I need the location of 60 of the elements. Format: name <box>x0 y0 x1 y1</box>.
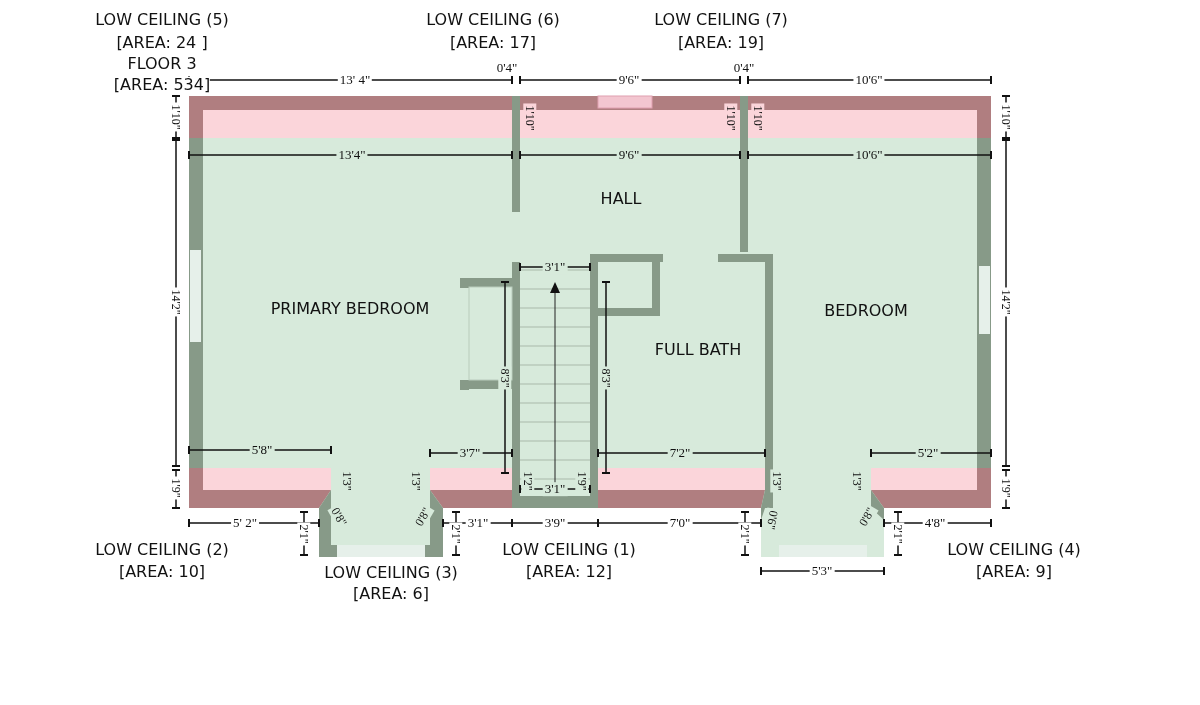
dimension-label: 1'10" <box>999 102 1013 132</box>
dimension-label: 10'6" <box>853 73 885 87</box>
dimension-label: 14'2" <box>999 287 1013 317</box>
area-label: [AREA: 12] <box>525 563 613 581</box>
area-label: [AREA: 19] <box>677 34 765 52</box>
dimension-label: 13' 4" <box>337 73 373 87</box>
dimension-label: 1'3" <box>770 469 784 493</box>
dimension-label: 0'4" <box>494 61 520 75</box>
dimension-label: 2'1" <box>449 522 463 546</box>
dimension-label: 3'1" <box>465 516 491 530</box>
dimension-label: 3'9" <box>542 516 568 530</box>
area-label: [AREA: 6] <box>353 585 429 603</box>
area-label: LOW CEILING (5) <box>95 11 229 29</box>
area-label: LOW CEILING (6) <box>426 11 560 29</box>
dimension-label: 7'2" <box>667 446 693 460</box>
dimension-label: 8'3" <box>498 366 512 390</box>
dimension-label: 7'0" <box>667 516 693 530</box>
dimension-label: 3'1" <box>542 260 568 274</box>
dimension-label: 9'6" <box>616 73 642 87</box>
dimension-label: 1'3" <box>340 469 354 493</box>
dimension-label: 8'3" <box>599 366 613 390</box>
dimension-label: 5'8" <box>249 443 275 457</box>
room-label: BEDROOM <box>824 300 908 320</box>
dimension-label: 5'2" <box>915 446 941 460</box>
dimension-label: 4'8" <box>922 516 948 530</box>
area-label: LOW CEILING (2) <box>95 541 229 559</box>
dimension-label: 10'6" <box>853 148 885 162</box>
area-label: LOW CEILING (7) <box>654 11 788 29</box>
area-label: [AREA: 10] <box>118 563 206 581</box>
area-label: [AREA: 24 ] <box>116 34 208 52</box>
dimension-label: 1'10" <box>751 103 765 133</box>
dimension-label: 2'1" <box>738 522 752 546</box>
area-label: [AREA: 534] <box>113 76 211 94</box>
dimension-label: 1'10" <box>724 103 738 133</box>
dimension-label: 2'1" <box>297 522 311 546</box>
dimension-label: 1'3" <box>850 469 864 493</box>
dimension-label: 1'2" <box>521 469 535 493</box>
dimension-label: 3'7" <box>457 446 483 460</box>
dimension-label: 5'3" <box>809 564 835 578</box>
dimension-label: 14'2" <box>169 287 183 317</box>
room-label: PRIMARY BEDROOM <box>270 298 430 318</box>
dimension-label: 1'9" <box>169 476 183 500</box>
area-label: [AREA: 17] <box>449 34 537 52</box>
dimension-label: 13'4" <box>336 148 368 162</box>
area-label: LOW CEILING (3) <box>324 564 458 582</box>
area-label: [AREA: 9] <box>976 563 1052 581</box>
room-label: FULL BATH <box>654 339 742 359</box>
dimension-label: 5' 2" <box>231 516 259 530</box>
dimension-label: 1'9" <box>575 469 589 493</box>
dimension-label: 3'1" <box>542 482 568 496</box>
dimension-label: 1'3" <box>409 469 423 493</box>
dimension-label: 1'10" <box>169 102 183 132</box>
dimension-label: 1'9" <box>999 476 1013 500</box>
dimension-label: 0'4" <box>731 61 757 75</box>
dimension-label: 9'6" <box>616 148 642 162</box>
area-label: LOW CEILING (1) <box>502 541 636 559</box>
dimension-label: 2'1" <box>891 522 905 546</box>
room-label: HALL <box>600 188 642 208</box>
area-label: LOW CEILING (4) <box>947 541 1081 559</box>
dimension-label: 1'10" <box>523 103 537 133</box>
